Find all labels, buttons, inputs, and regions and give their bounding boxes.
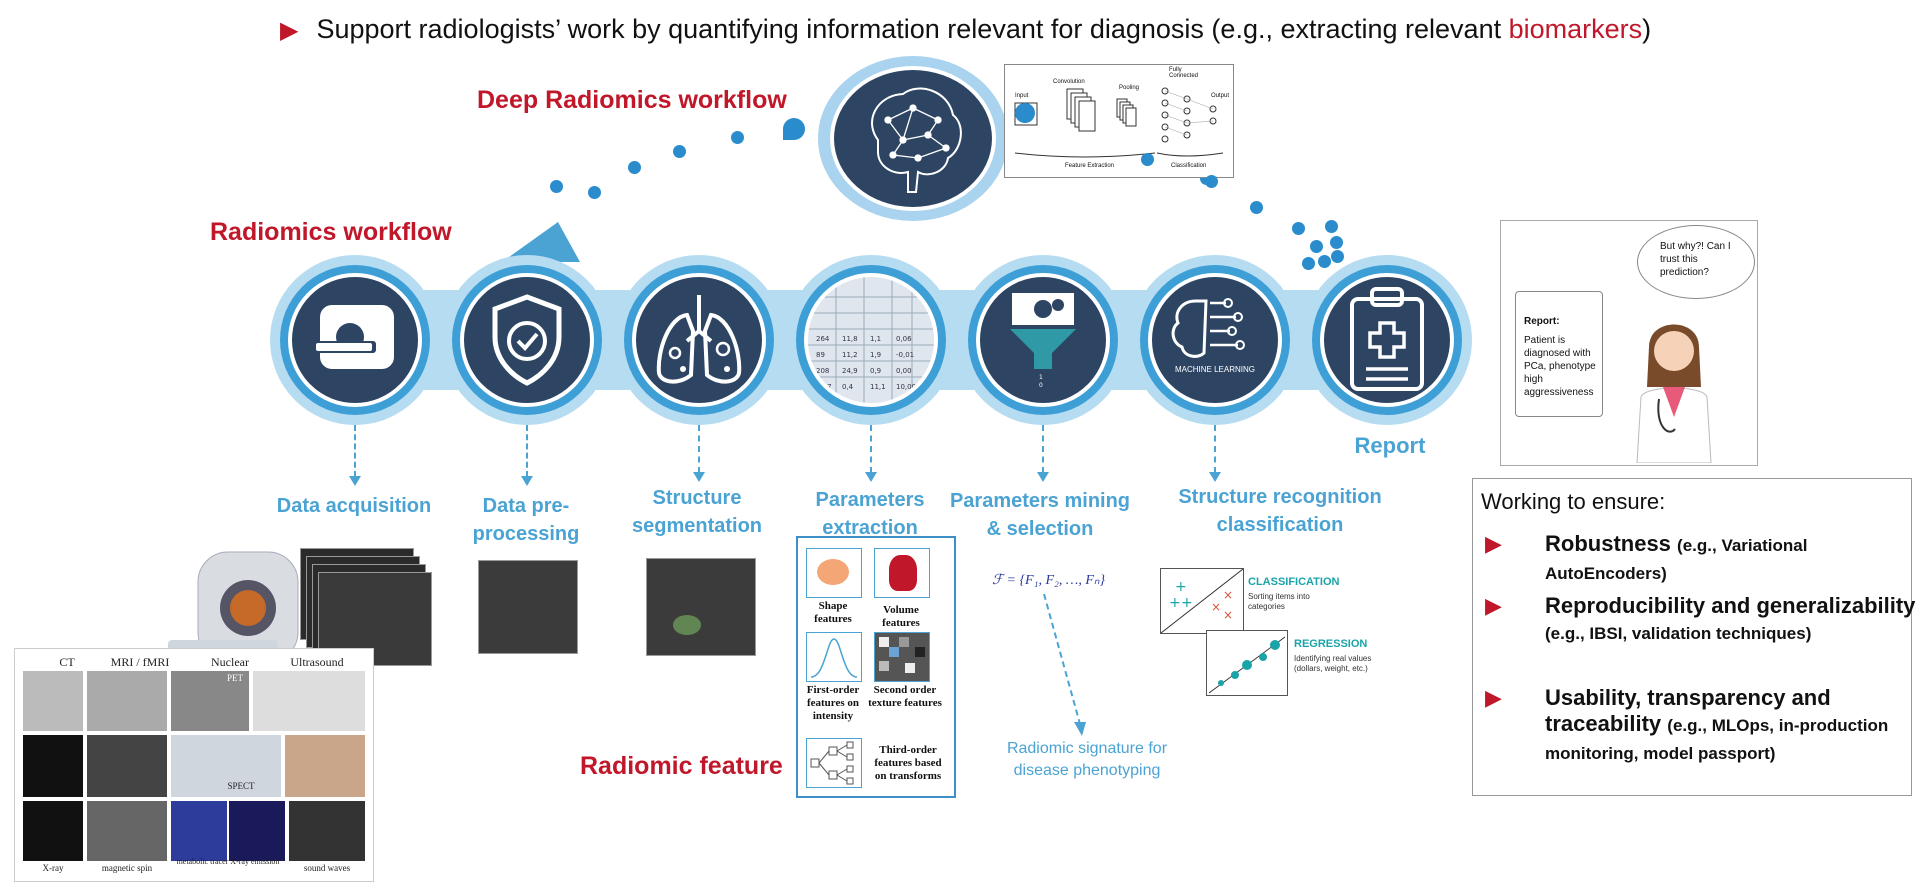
triangle-bullet-icon: ▶ — [280, 17, 299, 44]
svg-text:×: × — [1211, 600, 1221, 614]
triangle-bullet-icon: ▶ — [1485, 531, 1502, 556]
biomarkers-highlight: biomarkers — [1508, 14, 1643, 44]
triangle-bullet-icon: ▶ — [1485, 685, 1502, 710]
ensure-panel: Working to ensure: ▶ Robustness (e.g., V… — [1472, 478, 1915, 796]
funnel-icon: 1 0 — [1010, 293, 1076, 389]
arrow-mining — [1037, 425, 1049, 482]
header-line: ▶Support radiologists’ work by quantifyi… — [280, 14, 1652, 44]
step-label-data-preprocessing: Data pre-processing — [472, 495, 580, 545]
svg-text:0: 0 — [1039, 382, 1043, 389]
svg-text:0,9: 0,9 — [870, 367, 881, 375]
table-icon: 264 11,8 1,1 0,06 89 11,2 1,9 -0,01 208 24,9 0,9… — [808, 277, 934, 403]
cnn-architecture-icon — [1014, 87, 1224, 158]
volume-feature-image — [874, 548, 930, 598]
histogram-image — [806, 632, 862, 682]
step-circle-segmentation — [614, 255, 784, 425]
doctor-icon — [1636, 324, 1712, 463]
radiomics-workflow-title: Radiomics workflow — [210, 218, 452, 246]
doctor-report-panel: But why?! Can I trust this prediction? R… — [1500, 220, 1758, 466]
svg-text:264: 264 — [816, 335, 830, 343]
deep-brain-circle — [818, 56, 1008, 221]
arrow-parameters-extraction — [865, 425, 877, 482]
step-circle-data-acquisition — [270, 255, 440, 425]
svg-text:+: + — [1169, 595, 1181, 611]
step-label-segmentation: Structure segmentation — [631, 487, 763, 537]
step-circle-data-preprocessing — [442, 255, 612, 425]
imaging-modalities-panel: CT MRI / fMRI Nuclear Ultrasound PET SPE… — [14, 648, 374, 882]
svg-text:+: + — [1181, 595, 1193, 611]
step-label-data-acquisition: Data acquisition — [276, 495, 432, 517]
neural-brain-icon — [871, 87, 962, 193]
svg-text:0,00: 0,00 — [896, 367, 912, 375]
svg-text:11,2: 11,2 — [842, 351, 858, 359]
scanner-icon — [314, 305, 394, 369]
triangle-bullet-icon: ▶ — [1485, 593, 1502, 618]
features-grid: Shape features Volume features First-ord… — [796, 536, 956, 798]
svg-text:×: × — [1223, 608, 1233, 622]
svg-text:×: × — [1223, 588, 1233, 602]
clipboard-icon — [1350, 287, 1424, 391]
ensure-title: Working to ensure: — [1481, 489, 1666, 514]
step-circle-parameters-extraction: 264 11,8 1,1 0,06 89 11,2 1,9 -0,01 208 24,9 0,9… — [786, 255, 956, 425]
shape-feature-image — [806, 548, 862, 598]
deep-connector-triangle — [502, 222, 580, 262]
cnn-diagram: Input Convolution Pooling Fully Connecte… — [1004, 64, 1234, 188]
svg-text:1,1: 1,1 — [870, 335, 881, 343]
arrow-data-preprocessing — [521, 425, 533, 486]
radiomic-signature-label: Radiomic signature for disease phenotypi… — [1006, 740, 1168, 779]
radiomic-feature-title: Radiomic feature — [580, 752, 783, 780]
svg-text:24,9: 24,9 — [842, 367, 858, 375]
svg-text:10,00: 10,00 — [896, 383, 916, 391]
wavelet-tree-image — [806, 738, 862, 788]
svg-text:11,1: 11,1 — [870, 383, 886, 391]
step-label-parameters-extraction: Parameters extraction — [815, 489, 925, 539]
machine-learning-text: MACHINE LEARNING — [1174, 365, 1255, 374]
svg-text:1,9: 1,9 — [870, 351, 881, 359]
step-circle-recognition: MACHINE LEARNING — [1130, 255, 1300, 425]
step-circle-mining-selection: 1 0 — [958, 255, 1128, 425]
arrow-segmentation — [693, 425, 705, 482]
svg-text:0,4: 0,4 — [842, 383, 854, 391]
preprocessed-image — [478, 560, 578, 654]
step-circle-report — [1302, 255, 1472, 425]
regression-desc: Identifying real values (dollars, weight… — [1294, 654, 1372, 673]
classification-title: CLASSIFICATION — [1248, 576, 1340, 588]
svg-text:89: 89 — [816, 351, 825, 359]
step-label-mining: Parameters mining & selection — [949, 490, 1131, 540]
arrow-data-acquisition — [349, 425, 361, 486]
speech-bubble: But why?! Can I trust this prediction? — [1637, 225, 1755, 299]
segmentation-image — [646, 558, 756, 656]
volume-features-label: Volume features — [882, 604, 920, 629]
svg-text:1: 1 — [1039, 374, 1043, 381]
report-scroll: Report: Patient is diagnosed with PCa, p… — [1515, 291, 1603, 417]
first-order-label: First-order features on intensity — [806, 684, 860, 722]
lungs-icon — [656, 295, 742, 384]
step-label-report: Report — [1354, 433, 1426, 458]
classification-plot: + + + × × × — [1160, 568, 1244, 634]
texture-image — [874, 632, 930, 682]
feature-set-formula: ℱ = {F₁, F₂, …, Fₙ} — [992, 573, 1106, 588]
brain-ml-icon — [1171, 298, 1245, 358]
deep-radiomics-title: Deep Radiomics workflow — [477, 86, 787, 114]
svg-text:208: 208 — [816, 367, 829, 375]
svg-text:+: + — [1175, 579, 1187, 595]
shield-check-icon — [492, 294, 562, 386]
second-order-label: Second order texture features — [868, 684, 942, 709]
signature-arrow — [1043, 593, 1086, 736]
shape-features-label: Shape features — [814, 600, 852, 625]
classification-desc: Sorting items into categories — [1248, 592, 1310, 611]
arrow-recognition — [1209, 425, 1221, 482]
step-label-recognition: Structure recognition classification — [1178, 486, 1382, 536]
svg-text:0,06: 0,06 — [896, 335, 912, 343]
third-order-label: Third-order features based on transforms — [874, 744, 942, 782]
svg-text:-0,01: -0,01 — [896, 351, 914, 359]
svg-text:11,8: 11,8 — [842, 335, 858, 343]
regression-plot — [1206, 630, 1288, 696]
regression-title: REGRESSION — [1294, 638, 1368, 650]
